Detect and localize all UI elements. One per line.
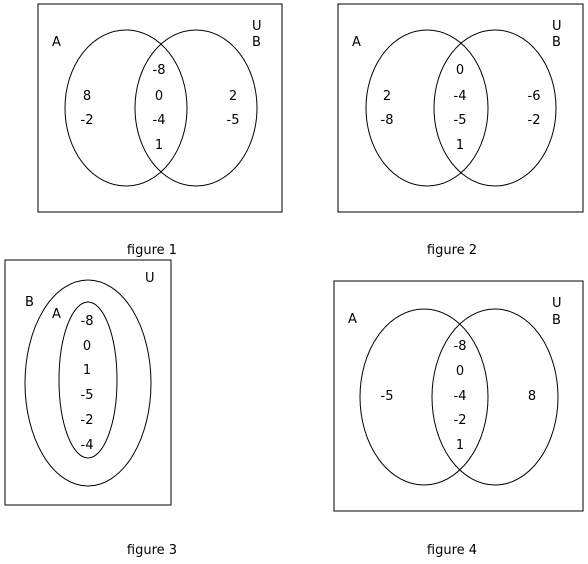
figure-2-set-a-label: A — [352, 35, 361, 50]
figure-3-inner-set-label: A — [52, 307, 61, 322]
figure-3-universe-label: U — [145, 271, 155, 286]
figure-1-only-b-value: -5 — [227, 113, 240, 128]
figure-3-inner-value: 1 — [83, 363, 91, 378]
figure-1-universe-label: U — [252, 19, 262, 34]
figure-4-both-value: 1 — [456, 438, 464, 453]
figure-4-both-value: 0 — [456, 364, 464, 379]
figure-1-only-b-value: 2 — [229, 89, 237, 104]
figure-4-set-a-label: A — [348, 312, 357, 327]
figure-3-outer-set-label: B — [25, 295, 34, 310]
figure-2-only-b-value: -6 — [528, 89, 541, 104]
figure-2-both-value: -4 — [454, 89, 467, 104]
figure-3-inner-value: -2 — [81, 413, 94, 428]
figure-1-set-a-circle — [64, 29, 188, 187]
figure-1-both-value: -4 — [153, 113, 166, 128]
figure-2-set-b-label: B — [552, 35, 561, 50]
figure-1-only-a-value: 8 — [83, 89, 91, 104]
figure-4-both-value: -8 — [454, 339, 467, 354]
figure-1-universe-box — [37, 3, 283, 213]
figure-4-universe-label: U — [552, 296, 562, 311]
figure-3-inner-value: -8 — [81, 314, 94, 329]
figure-2-both-value: 0 — [456, 63, 464, 78]
figure-4-set-a-circle — [359, 308, 489, 486]
figure-1-only-a-value: -2 — [81, 113, 94, 128]
figure-2-only-a-value: 2 — [383, 89, 391, 104]
figure-3-outer-set-circle — [24, 279, 152, 487]
figure-3: U B A -8 0 1 -5 -2 -4 figure 3 — [4, 259, 177, 558]
figure-2-both-value: -5 — [454, 113, 467, 128]
figure-1-both-value: 1 — [155, 138, 163, 153]
figure-4: U A B -5 -8 0 -4 -2 1 8 figure 4 — [333, 280, 584, 558]
figure-3-caption: figure 3 — [127, 543, 177, 558]
figure-2-set-b-circle — [433, 29, 557, 187]
figure-1-set-b-circle — [134, 29, 258, 187]
figure-1-both-value: 0 — [155, 89, 163, 104]
figure-2-only-a-value: -8 — [381, 113, 394, 128]
figure-4-caption: figure 4 — [427, 543, 477, 558]
figure-3-inner-value: -5 — [81, 388, 94, 403]
figure-2-caption: figure 2 — [427, 243, 477, 258]
figure-4-set-b-label: B — [552, 313, 561, 328]
figure-1-both-value: -8 — [153, 63, 166, 78]
figure-1-set-a-label: A — [52, 35, 61, 50]
figure-2-set-a-circle — [365, 29, 489, 187]
figure-2-both-value: 1 — [456, 138, 464, 153]
figure-4-only-b-value: 8 — [528, 389, 536, 404]
figure-4-both-value: -2 — [454, 413, 467, 428]
figure-2: U A B 2 -8 0 -4 -5 1 -6 -2 figure 2 — [337, 3, 584, 258]
figure-3-inner-value: -4 — [81, 438, 94, 453]
figure-4-universe-box — [333, 280, 584, 512]
figure-2-universe-box — [337, 3, 584, 213]
figure-3-inner-set-circle — [58, 301, 118, 459]
figure-1: U A B 8 -2 -8 0 -4 1 2 -5 figure 1 — [37, 3, 283, 258]
figure-1-caption: figure 1 — [127, 243, 177, 258]
figure-2-only-b-value: -2 — [528, 113, 541, 128]
figure-2-universe-label: U — [552, 19, 562, 34]
figure-3-universe-box — [4, 259, 172, 506]
figure-4-only-a-value: -5 — [381, 389, 394, 404]
figure-4-set-b-circle — [431, 308, 559, 486]
figure-1-set-b-label: B — [252, 35, 261, 50]
figure-3-inner-value: 0 — [83, 339, 91, 354]
figure-4-both-value: -4 — [454, 389, 467, 404]
